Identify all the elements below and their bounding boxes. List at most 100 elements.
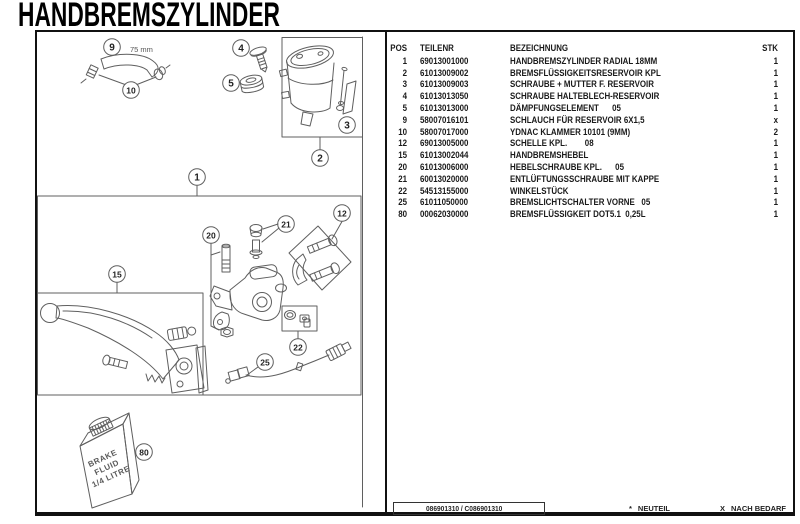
- document-number-box: 086901310 / C086901310: [393, 502, 545, 515]
- cell-teilenr: 61013006000: [420, 162, 469, 173]
- cell-bezeichnung: SCHRAUBE + MUTTER F. RESERVOIR: [510, 79, 654, 90]
- callout-15: 15: [108, 265, 126, 283]
- table-row: 21 60013020000 ENTLÜFTUNGSSCHRAUBE MIT KAP…: [387, 173, 793, 185]
- callout-21: 21: [277, 215, 295, 233]
- callout-4: 4: [232, 39, 250, 57]
- callout-10: 10: [122, 81, 140, 99]
- svg-text:5: 5: [228, 78, 234, 89]
- svg-text:12: 12: [337, 208, 347, 218]
- cell-stk: 1: [773, 185, 778, 196]
- svg-text:22: 22: [293, 342, 303, 352]
- cell-teilenr: 61011050000: [420, 197, 469, 208]
- document-number: 086901310 / C086901310: [425, 504, 502, 513]
- svg-text:80: 80: [139, 447, 149, 457]
- cell-pos: 3: [402, 79, 407, 90]
- angle-piece-drawing: [284, 310, 311, 328]
- cell-bezeichnung: SCHLAUCH FÜR RESERVOIR 6X1,5: [510, 114, 645, 125]
- cell-bezeichnung: ENTLÜFTUNGSSCHRAUBE MIT KAPPE: [510, 173, 660, 184]
- cell-teilenr: 54513155000: [420, 185, 469, 196]
- cell-stk: 1: [773, 103, 778, 114]
- svg-text:3: 3: [344, 120, 350, 131]
- cell-teilenr: 69013001000: [420, 55, 469, 66]
- clamp-12-drawing: [292, 234, 340, 286]
- cell-stk: 1: [773, 67, 778, 78]
- cell-teilenr: 60013020000: [420, 173, 469, 184]
- legend-neuteil-label: NEUTEIL: [637, 504, 671, 513]
- cell-bezeichnung: BREMSFLÜSSIGKEIT DOT5.1 0,25L: [510, 209, 646, 220]
- table-row: 2 61013009002 BREMSFLÜSSIGKEITSRESERVOIR K…: [387, 67, 793, 79]
- cell-pos: 10: [398, 126, 407, 137]
- nut-drawing: [220, 326, 234, 338]
- header-teilenr: TEILENR: [420, 42, 454, 53]
- svg-text:25: 25: [260, 357, 270, 367]
- x-symbol: X: [720, 504, 726, 513]
- cell-pos: 4: [402, 91, 407, 102]
- svg-text:15: 15: [112, 269, 122, 279]
- cell-pos: 25: [398, 197, 407, 208]
- callout-5: 5: [222, 74, 240, 92]
- cell-stk: 1: [773, 150, 778, 161]
- switch-cable-drawing: [225, 341, 352, 384]
- screw-4-drawing: [249, 46, 268, 73]
- cell-stk: 1: [773, 173, 778, 184]
- main-assembly-box: [37, 195, 362, 396]
- header-bezeichnung: BEZEICHNUNG: [510, 42, 569, 53]
- cell-pos: 5: [402, 103, 407, 114]
- cell-teilenr: 58007016101: [420, 114, 469, 125]
- cell-bezeichnung: HANDBREMSZYLINDER RADIAL 18MM: [510, 55, 658, 66]
- bottle-label: BRAKE FLUID 1/4 LITRE: [87, 448, 132, 490]
- cell-teilenr: 61013013050: [420, 91, 469, 102]
- callout-25: 25: [256, 353, 274, 371]
- diagram-svg: 75 mm: [37, 36, 363, 509]
- reservoir-screw-drawing: [336, 66, 357, 115]
- cell-bezeichnung: HEBELSCHRAUBE KPL. 05: [510, 162, 624, 173]
- cell-teilenr: 58007017000: [420, 126, 469, 137]
- asterisk-symbol: *: [629, 504, 632, 513]
- callout-12: 12: [333, 204, 351, 222]
- legend-neuteil: * NEUTEIL: [629, 504, 670, 513]
- header-stk: STK: [762, 42, 778, 53]
- cell-stk: 1: [773, 138, 778, 149]
- cell-pos: 9: [402, 114, 407, 125]
- cell-bezeichnung: BREMSFLÜSSIGKEITSRESERVOIR KPL: [510, 67, 661, 78]
- callout-80: 80: [135, 443, 153, 461]
- table-divider-line: [385, 30, 387, 516]
- cell-teilenr: 00062030000: [420, 209, 469, 220]
- parts-table-body: 1 69013001000 HANDBREMSZYLINDER RADIAL 18M…: [387, 55, 793, 220]
- cell-teilenr: 61013009003: [420, 79, 469, 90]
- table-row: 4 61013013050 SCHRAUBE HALTEBLECH-RESERVOI…: [387, 90, 793, 102]
- table-row: 9 58007016101 SCHLAUCH FÜR RESERVOIR 6X1,5…: [387, 114, 793, 126]
- cell-teilenr: 61013009002: [420, 67, 469, 78]
- cell-stk: 1: [773, 162, 778, 173]
- cell-teilenr: 61013013000: [420, 103, 469, 114]
- table-row: 3 61013009003 SCHRAUBE + MUTTER F. RESERVO…: [387, 79, 793, 91]
- damper-5-drawing: [239, 74, 265, 94]
- cell-bezeichnung: SCHRAUBE HALTEBLECH-RESERVOIR: [510, 91, 660, 102]
- cell-teilenr: 61013002044: [420, 150, 469, 161]
- bottle-drawing: BRAKE FLUID 1/4 LITRE: [79, 412, 140, 509]
- page-title: HANDBREMSZYLINDER: [18, 0, 280, 34]
- cell-pos: 15: [398, 150, 407, 161]
- callout-22: 22: [289, 338, 307, 356]
- cell-stk: 1: [773, 197, 778, 208]
- svg-text:20: 20: [206, 230, 216, 240]
- cell-pos: 2: [402, 67, 407, 78]
- svg-text:9: 9: [109, 42, 115, 53]
- reservoir-box: [281, 37, 363, 138]
- cell-stk: x: [773, 114, 778, 125]
- header-pos: POS: [390, 42, 407, 53]
- cell-pos: 21: [398, 173, 407, 184]
- callout-2: 2: [311, 149, 329, 167]
- cell-bezeichnung: YDNAC KLAMMER 10101 (9MM): [510, 126, 631, 137]
- callout-20: 20: [202, 226, 220, 244]
- cell-pos: 22: [398, 185, 407, 196]
